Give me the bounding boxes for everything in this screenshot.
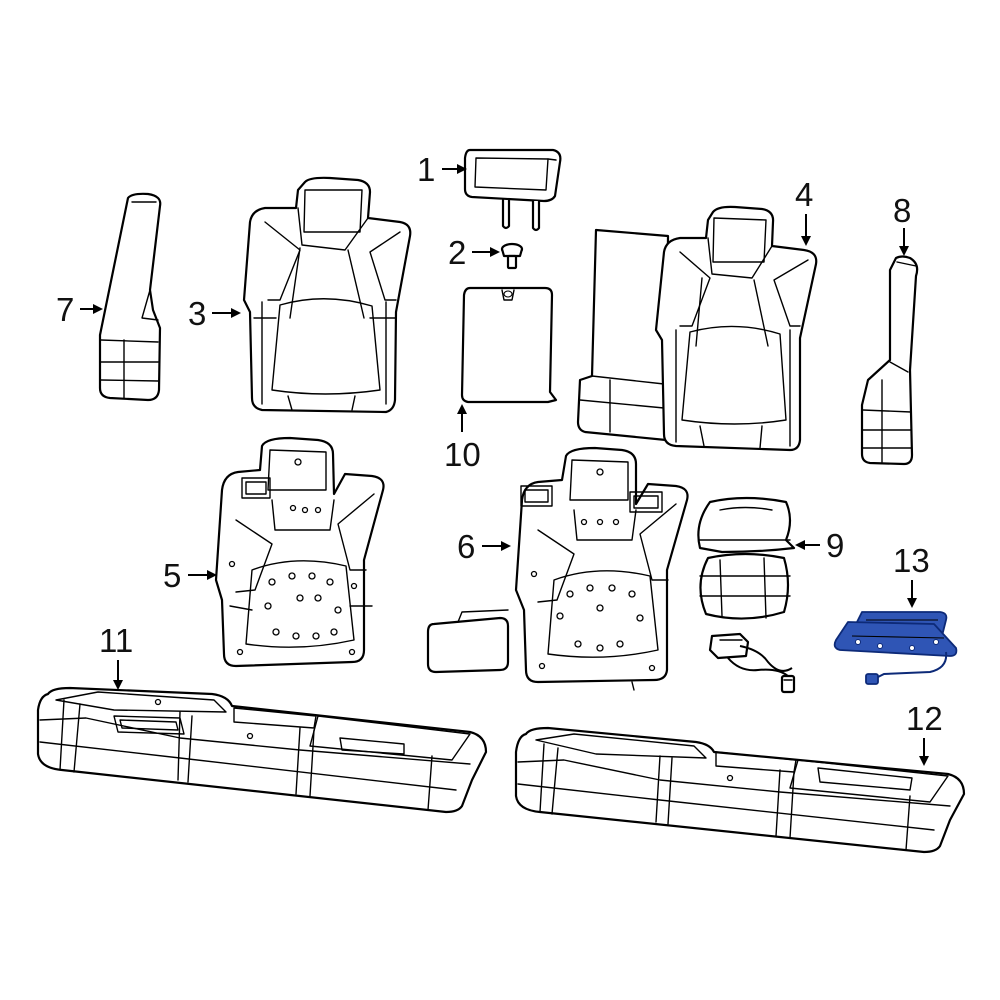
- callout-7: 7: [56, 291, 74, 328]
- callout-11: 11: [99, 622, 133, 659]
- callout-12: 12: [906, 700, 943, 737]
- callout-6: 6: [457, 528, 475, 565]
- callout-arrows: [80, 164, 929, 766]
- part-4-seat-back-cover[interactable]: [576, 205, 818, 452]
- callout-13: 13: [893, 542, 930, 579]
- callout-3: 3: [188, 295, 206, 332]
- part-2-headrest-guide[interactable]: [500, 242, 524, 270]
- part-7-side-trim[interactable]: [98, 192, 162, 402]
- part-5-seat-back-frame[interactable]: [214, 436, 385, 668]
- callout-4: 4: [795, 176, 813, 213]
- callout-1: 1: [417, 151, 435, 188]
- callout-9: 9: [826, 527, 844, 564]
- part-11-seat-cushion[interactable]: [36, 686, 488, 814]
- part-9-heater-element[interactable]: [697, 496, 796, 694]
- callout-8: 8: [893, 192, 911, 229]
- module-connector: [865, 673, 879, 685]
- callout-10: 10: [444, 436, 481, 473]
- module-lower-plate: [833, 621, 958, 657]
- part-10-back-panel[interactable]: [460, 286, 558, 404]
- part-3-seat-back-cover[interactable]: [242, 176, 412, 414]
- part-12-seat-cushion[interactable]: [514, 726, 966, 854]
- part-8-side-trim[interactable]: [860, 255, 919, 466]
- callout-labels: 1 2 3 4 5 6 7 8 9 10 11 12 13: [56, 151, 943, 737]
- part-6-seat-back-frame[interactable]: [426, 446, 689, 691]
- callout-2: 2: [448, 234, 466, 271]
- module-harness: [871, 651, 948, 681]
- part-1-headrest[interactable]: [463, 148, 562, 232]
- part-13-highlighted-module[interactable]: [833, 611, 958, 685]
- callout-5: 5: [163, 557, 181, 594]
